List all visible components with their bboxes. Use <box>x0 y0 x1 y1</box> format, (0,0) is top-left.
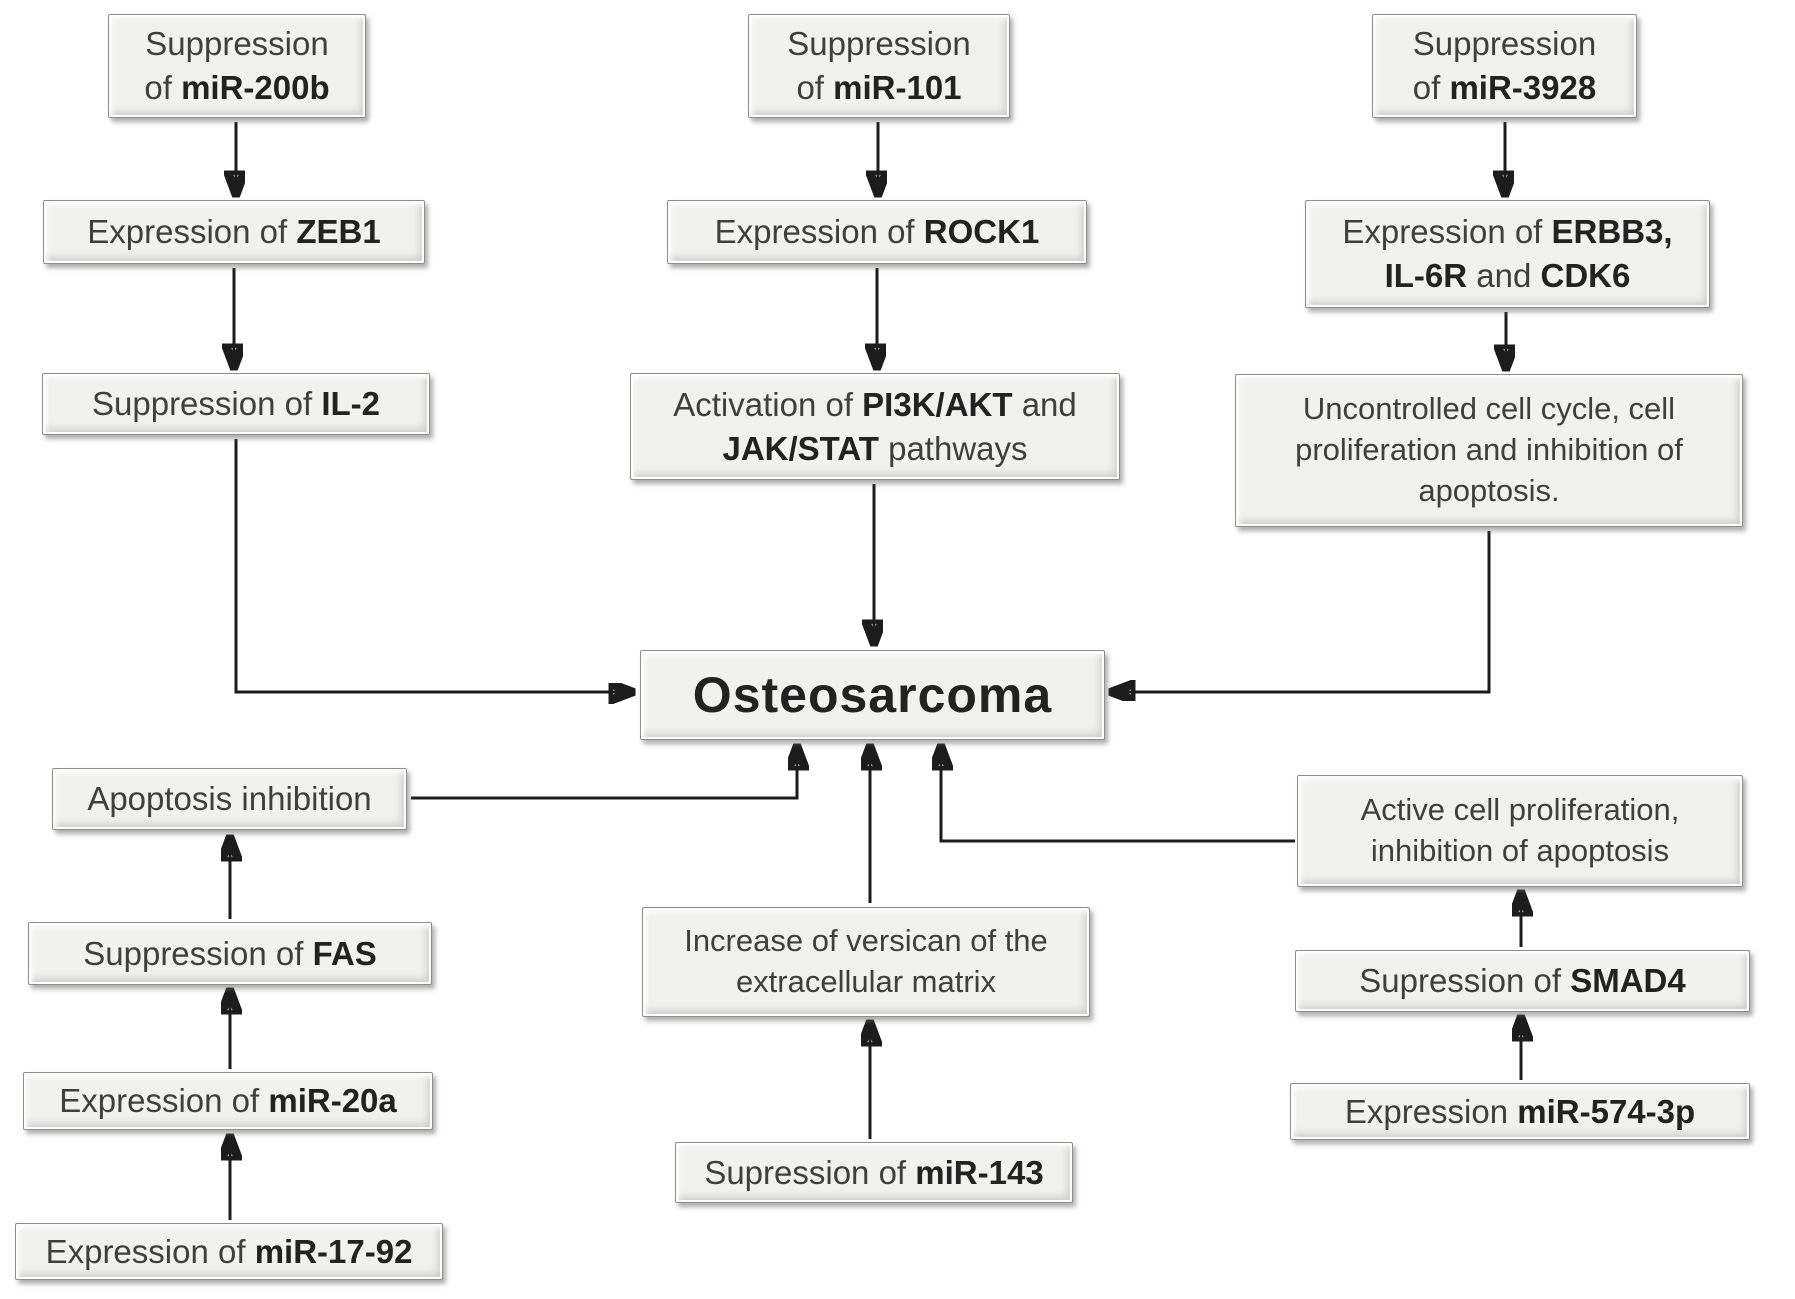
node-label: Active cell proliferation,inhibition of … <box>1360 792 1680 868</box>
node-label: Osteosarcoma <box>692 667 1053 723</box>
node-label: Expression miR-574-3p <box>1344 1092 1696 1130</box>
arrow-uncontrolled-to-osteosarcoma <box>1114 531 1491 692</box>
node-label: Expression of ERBB3,IL-6R and CDK6 <box>1342 213 1673 294</box>
node-expression-of-erbb3-il6r-cdk6: Expression of ERBB3,IL-6R and CDK6 <box>1305 200 1710 308</box>
node-label: Expression of miR-20a <box>59 1082 397 1120</box>
node-supression-of-mir-143: Supression of miR-143 <box>675 1142 1073 1203</box>
node-label: Expression of ROCK1 <box>714 213 1040 251</box>
node-expression-of-mir-17-92: Expression of miR-17-92 <box>15 1223 443 1280</box>
node-expression-of-mir-20a: Expression of miR-20a <box>23 1072 433 1130</box>
node-label: Supression of SMAD4 <box>1359 962 1686 1000</box>
node-label: Expression of ZEB1 <box>87 213 381 251</box>
node-expression-of-rock1: Expression of ROCK1 <box>667 200 1087 264</box>
node-suppression-of-il2: Suppression of IL-2 <box>42 373 430 435</box>
arrow-active-prolif-to-osteosarcoma <box>941 749 1295 843</box>
node-osteosarcoma: Osteosarcoma <box>640 650 1105 740</box>
node-expression-of-zeb1: Expression of ZEB1 <box>43 200 425 264</box>
node-active-cell-proliferation: Active cell proliferation,inhibition of … <box>1297 775 1743 887</box>
node-label: Apoptosis inhibition <box>87 780 372 818</box>
node-label: Expression of miR-17-92 <box>45 1232 413 1270</box>
node-supression-of-smad4: Supression of SMAD4 <box>1295 950 1750 1012</box>
arrow-il2-to-osteosarcoma <box>234 439 630 692</box>
node-label: Suppression of FAS <box>83 934 377 972</box>
node-label: Suppression of IL-2 <box>92 385 380 423</box>
arrow-apoptosis-inhibition-to-osteosarcoma <box>411 749 797 800</box>
node-label: Supression of miR-143 <box>704 1153 1044 1191</box>
node-apoptosis-inhibition: Apoptosis inhibition <box>52 768 407 830</box>
node-suppression-of-fas: Suppression of FAS <box>28 922 432 985</box>
node-expression-mir-574-3p: Expression miR-574-3p <box>1290 1083 1750 1140</box>
